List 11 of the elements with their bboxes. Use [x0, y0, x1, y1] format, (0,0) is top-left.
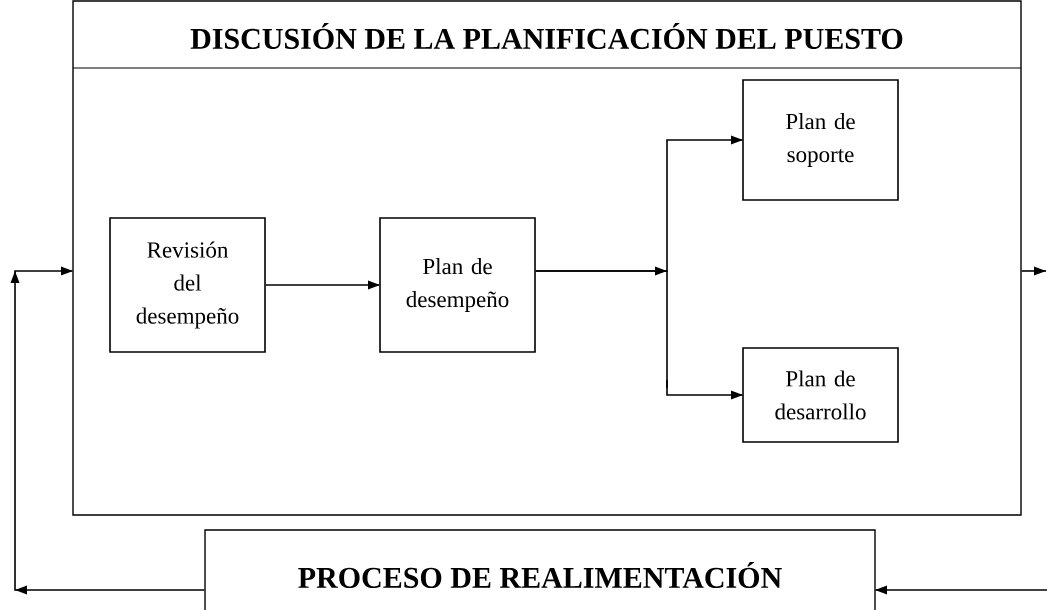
arrow	[535, 270, 743, 400]
arrow	[655, 266, 668, 389]
process-box: Revisión del desempeño	[109, 217, 266, 353]
arrow	[874, 585, 1047, 595]
process-box: PROCESO DE REALIMENTACIÓN	[204, 529, 876, 610]
process-box: Plan de soporte	[742, 79, 899, 201]
arrow	[265, 280, 380, 290]
arrow	[1020, 266, 1047, 276]
process-box: Plan de desarrollo	[742, 347, 899, 443]
arrow	[10, 266, 206, 595]
process-box: Plan de desempeño	[379, 217, 536, 353]
